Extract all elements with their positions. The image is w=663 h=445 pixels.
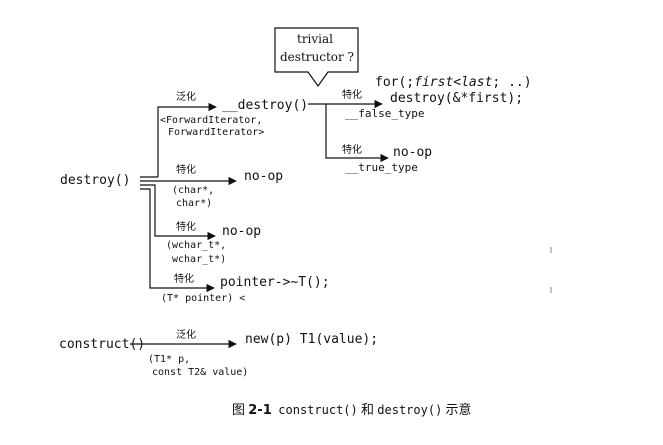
question-line-2: destructor ? xyxy=(280,50,354,64)
construct-node: construct() xyxy=(59,337,146,352)
loop-last: last xyxy=(461,75,493,90)
caption-number: 2-1 xyxy=(248,403,272,418)
forward-iterator-param-1: <ForwardIterator, xyxy=(160,115,263,126)
destroy-internal-node: __destroy() xyxy=(222,98,309,113)
loop-first: first xyxy=(414,75,454,90)
true-type-label: __true_type xyxy=(345,161,418,174)
generalize-construct-label: 泛化 xyxy=(176,330,196,341)
false-type-label: __false_type xyxy=(345,107,425,120)
wchar-specialize-arrow xyxy=(140,184,216,241)
tpointer-param: (T* pointer) < xyxy=(161,293,246,304)
loop-label: for(;first<last; ..) xyxy=(375,76,532,89)
generalize-destroy-arrow xyxy=(157,102,217,177)
figure-caption: 图 2-1 construct() 和 destroy() 示意 xyxy=(232,403,472,417)
specialize-label-char: 特化 xyxy=(176,165,196,176)
char-param-2: char*) xyxy=(176,198,213,209)
caption-fig: 图 xyxy=(232,403,246,418)
noop-wchar-node: no-op xyxy=(222,224,262,239)
char-param-1: (char*, xyxy=(172,185,215,196)
t1p-param-2: const T2& value) xyxy=(152,367,249,378)
pointer-specialize-arrow xyxy=(140,188,215,293)
noop-char-node: no-op xyxy=(244,169,284,184)
pointer-dtor-node: pointer->~T(); xyxy=(220,275,330,290)
generalize-label: 泛化 xyxy=(176,92,196,103)
destroy-node: destroy() xyxy=(60,173,131,188)
noop-true-node: no-op xyxy=(393,145,433,160)
caption-destroy: destroy() xyxy=(377,403,443,417)
caption-construct: construct() xyxy=(278,403,358,417)
forward-iterator-param-2: ForwardIterator> xyxy=(168,127,265,138)
question-line-1: trivial xyxy=(297,32,334,46)
specialize-label-true: 特化 xyxy=(342,145,362,156)
placement-new-node: new(p) T1(value); xyxy=(245,332,379,347)
specialize-label-false: 特化 xyxy=(342,90,362,101)
trivial-destructor-box xyxy=(274,27,359,88)
loop-less: < xyxy=(453,75,462,90)
destroy-first-node: destroy(&*first); xyxy=(390,91,524,106)
t1p-param-1: (T1* p, xyxy=(148,354,191,365)
true-type-arrow xyxy=(325,104,389,163)
caption-diagram: 示意 xyxy=(445,403,472,418)
specialize-label-pointer: 特化 xyxy=(174,274,194,285)
loop-prefix: for(; xyxy=(375,75,415,90)
wchar-param-1: (wchar_t*, xyxy=(166,240,227,251)
specialize-label-wchar: 特化 xyxy=(176,222,196,233)
caption-and: 和 xyxy=(361,403,375,418)
wchar-param-2: wchar_t*) xyxy=(172,254,227,265)
loop-tail: ; ..) xyxy=(492,75,532,90)
